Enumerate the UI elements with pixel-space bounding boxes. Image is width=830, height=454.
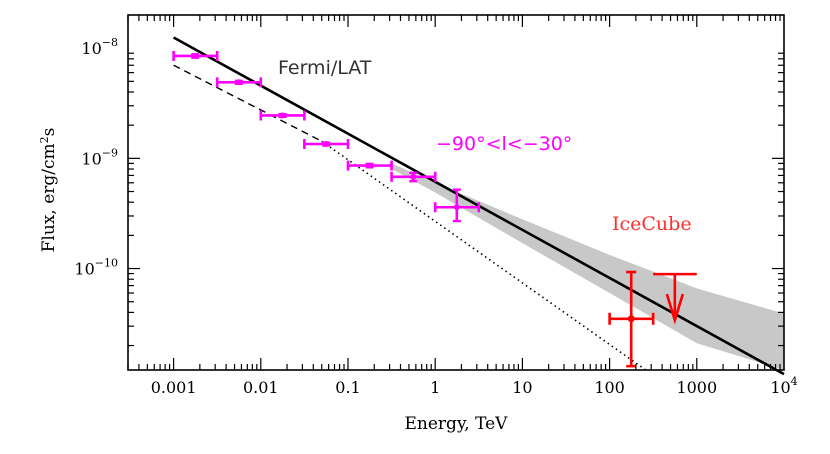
x-tick-label-4: 10 [512,378,532,397]
fermi-marker [366,162,373,169]
y-tick-label-0: 10−8 [81,36,118,58]
y-tick-label-2: 10−10 [74,257,118,279]
upper-limit-arrowhead [665,293,685,325]
dashed-line [173,64,323,142]
x-tick-label-text: 0.001 [151,378,197,397]
fermi-point-1 [215,77,263,88]
fermi-marker [279,112,286,119]
fermi-point-4 [346,160,393,171]
y-tick-label-sup: −10 [95,257,118,270]
icecube-point [608,270,655,368]
fermi-marker [323,140,330,147]
y-tick-label-text: 10 [74,260,94,279]
y-axis-title-base: Flux, erg/cm [39,143,59,252]
y-axis-title-sup: 2 [38,136,51,143]
dotted-line [321,140,647,371]
x-tick-label-text: 0.01 [243,378,279,397]
region-annotation: −90°<l<−30° [436,133,572,155]
x-tick-label-text: 100 [594,378,625,397]
icecube-upper-limit [653,272,697,325]
x-tick-label-text: 10 [512,378,532,397]
x-tick-label-text: 1000 [676,378,717,397]
fermi-lat-annotation: Fermi/LAT [278,57,372,79]
x-tick-label-2: 0.1 [335,378,360,397]
y-tick-label-sup: −8 [102,36,118,49]
x-tick-label-text: 0.1 [335,378,360,397]
y-tick-label-1: 10−9 [81,146,118,168]
x-axis-title: Energy, TeV [405,414,509,434]
x-tick-label-sup: 4 [791,375,798,388]
y-axis-title: Flux, erg/cm2s [38,128,59,253]
axis-ticks [127,15,784,370]
fermi-point-5 [390,171,437,183]
fermi-marker [410,173,417,180]
x-tick-label-6: 1000 [676,378,717,397]
frame-rect [127,14,785,371]
icecube-marker [627,315,635,323]
fermi-point-2 [259,110,306,121]
y-tick-label-sup: −9 [102,146,118,159]
x-tick-label-text: 1 [430,378,440,397]
fermi-marker [235,79,242,86]
x-tick-label-7: 104 [770,375,797,397]
y-axis-title-tail: s [39,128,59,137]
x-tick-label-text: 10 [770,378,790,397]
fermi-point-3 [303,138,350,149]
fermi-marker [453,204,460,211]
y-tick-label-text: 10 [81,149,101,168]
icecube-annotation: IceCube [612,213,692,235]
fermi-point-0 [172,50,219,61]
x-tick-label-3: 1 [430,378,440,397]
x-tick-label-5: 100 [594,378,625,397]
plot-frame [127,14,785,371]
fermi-marker [192,52,199,59]
y-tick-label-text: 10 [81,39,101,58]
data-points [172,50,697,368]
x-tick-label-0: 0.001 [151,378,197,397]
fermi-point-6 [433,188,481,223]
x-tick-label-1: 0.01 [243,378,279,397]
